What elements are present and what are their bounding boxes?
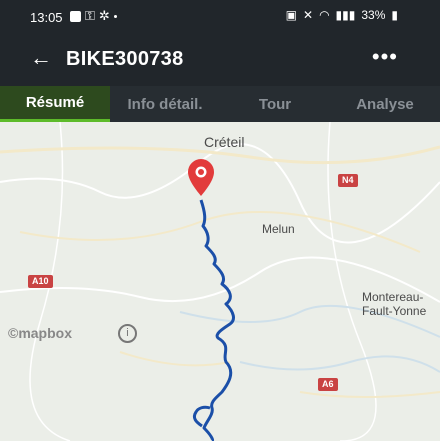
map-canvas	[0, 122, 440, 441]
more-options-button[interactable]: •••	[371, 44, 398, 69]
tab-bar: Résumé Info détail. Tour Analyse	[0, 86, 440, 122]
status-system-icons: ▣ ✕ ◠ ▮▮▮ 33% ▮	[286, 8, 398, 22]
start-location-pin-icon	[188, 159, 214, 196]
status-notification-icons: ⚿ ✲	[70, 8, 117, 24]
map-label-creteil: Créteil	[204, 134, 245, 150]
signal-icon: ▮▮▮	[335, 8, 356, 22]
sim-icon: ▣	[285, 8, 297, 22]
road-shield-a6: A6	[318, 378, 338, 391]
back-button[interactable]: ←	[30, 45, 52, 70]
status-time: 13:05	[30, 10, 63, 25]
mute-icon: ✕	[303, 8, 314, 22]
battery-percentage: 33%	[361, 8, 386, 22]
map-info-icon[interactable]: i	[118, 324, 137, 343]
tab-tour[interactable]: Tour	[258, 95, 292, 113]
road-shield-a10: A10	[28, 275, 53, 288]
status-bar: 13:05 ⚿ ✲ ▣ ✕ ◠ ▮▮▮ 33% ▮	[0, 0, 440, 36]
mapbox-logo: ©mapbox	[8, 325, 72, 341]
map-label-melun: Melun	[262, 222, 295, 236]
tab-info-detail[interactable]: Info détail.	[127, 95, 203, 113]
map-label-montereau: Montereau- Fault-Yonne	[362, 290, 427, 318]
road-shield-n4: N4	[338, 174, 358, 187]
tab-analyse[interactable]: Analyse	[356, 95, 414, 113]
app-icon: ✲	[98, 8, 110, 23]
route-map[interactable]: Créteil Melun Montereau- Fault-Yonne N4 …	[0, 122, 440, 441]
page-title: BIKE300738	[66, 48, 184, 70]
gallery-icon	[70, 10, 81, 22]
key-icon: ⚿	[85, 8, 95, 23]
tab-resume[interactable]: Résumé	[0, 86, 110, 122]
wifi-icon: ◠	[319, 8, 330, 22]
app-bar: ← BIKE300738 •••	[0, 36, 440, 86]
battery-icon: ▮	[391, 8, 398, 22]
more-notifications-icon	[113, 14, 117, 18]
